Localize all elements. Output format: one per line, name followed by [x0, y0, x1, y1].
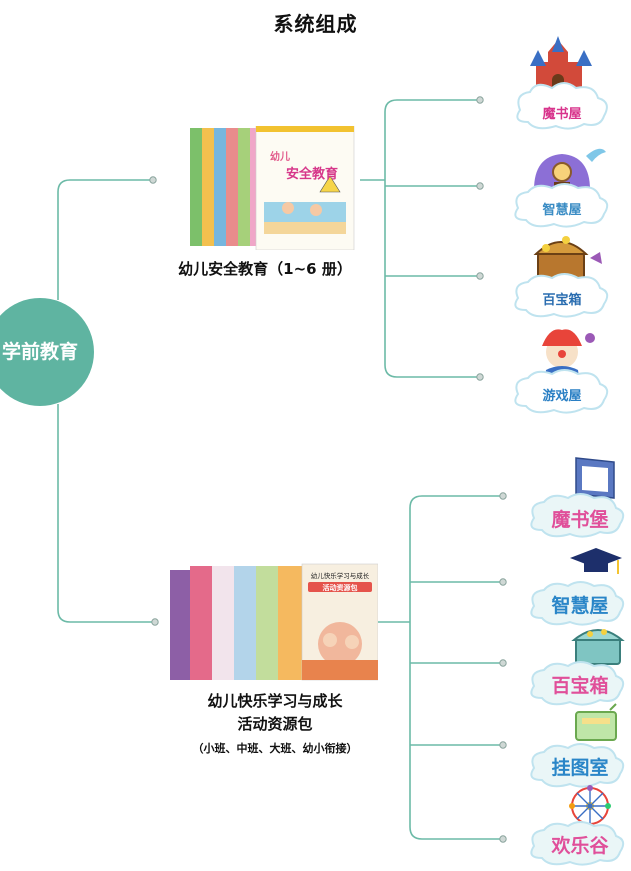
connector-dot: [499, 659, 507, 667]
connector-dot: [499, 835, 507, 843]
safety-book-cover-title-1: 幼儿: [270, 150, 290, 163]
treasure-chest-icon: [571, 629, 625, 665]
safety-book-set-image: 幼儿 安全教育: [190, 126, 355, 250]
treasure-chest-icon: [533, 236, 602, 281]
connector-dot: [476, 96, 484, 104]
module-label-wheel: 欢乐谷: [550, 834, 609, 857]
connector-dot: [476, 373, 484, 381]
module-badge-chest-2: 百宝箱: [530, 629, 625, 706]
activity-pack-book-set-image: 幼儿快乐学习与成长 活动资源包: [170, 563, 378, 681]
connector-dot: [149, 176, 157, 184]
connector-dot: [499, 578, 507, 586]
page-title: 系统组成: [273, 12, 358, 36]
module-label-picture: 挂图室: [551, 756, 608, 779]
connector-dot: [151, 618, 159, 626]
safety-book-caption: 幼儿安全教育（1~6 册）: [178, 260, 352, 278]
module-label-cap: 智慧屋: [551, 594, 608, 617]
module-label-chest-2: 百宝箱: [551, 674, 608, 697]
ferris-wheel-icon: [569, 785, 611, 825]
module-label-castle: 魔书屋: [542, 106, 581, 122]
activity-pack-caption-line-1: 幼儿快乐学习与成长: [207, 692, 343, 710]
module-badge-cap: 智慧屋: [530, 548, 625, 626]
module-badge-picture: 挂图室: [530, 703, 625, 788]
module-badge-clown: 游戏屋: [514, 329, 609, 414]
module-label-book: 魔书堡: [551, 508, 608, 531]
activity-pack-caption-line-3: （小班、中班、大班、幼小衔接）: [192, 742, 358, 755]
module-badge-book: 魔书堡: [530, 457, 625, 538]
connector-dot: [499, 492, 507, 500]
graduation-cap-icon: [570, 548, 622, 574]
root-node-label: 学前教育: [1, 341, 78, 363]
activity-pack-cover-title-1: 幼儿快乐学习与成长: [311, 571, 370, 580]
module-badge-wheel: 欢乐谷: [530, 785, 625, 866]
connector-dot: [476, 182, 484, 190]
module-label-clown: 游戏屋: [542, 388, 581, 404]
module-label-house: 智慧屋: [542, 202, 581, 218]
safety-book-cover-title-2: 安全教育: [286, 166, 338, 182]
connector-dot: [499, 741, 507, 749]
root-node: [0, 298, 94, 406]
activity-pack-cover-title-2: 活动资源包: [323, 583, 358, 592]
module-badge-castle: 魔书屋: [516, 36, 608, 130]
module-badge-house: 智慧屋: [514, 148, 609, 228]
module-label-chest: 百宝箱: [542, 292, 581, 308]
activity-pack-caption-line-2: 活动资源包: [237, 715, 313, 733]
connector-dot: [476, 272, 484, 280]
picture-book-icon: [575, 703, 617, 741]
book-icon: [575, 457, 615, 499]
module-badge-chest: 百宝箱: [514, 236, 609, 318]
